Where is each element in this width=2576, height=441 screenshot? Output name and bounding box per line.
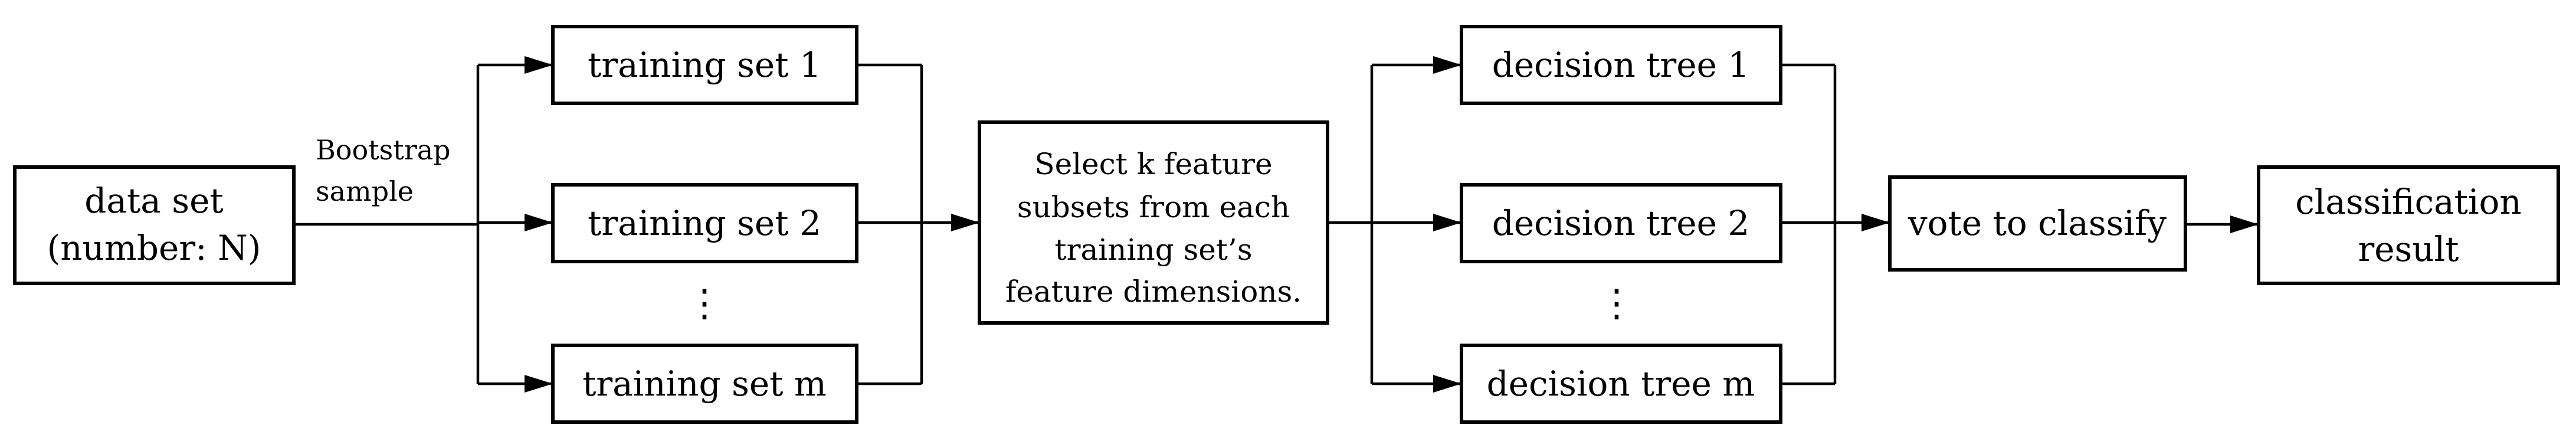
data-set-line1: data set: [84, 181, 223, 221]
node-vote-to-classify: vote to classify: [1888, 175, 2187, 272]
node-select-feature-subsets: Select k feature subsets from each train…: [978, 120, 1329, 325]
node-training-set-1: training set 1: [551, 25, 858, 105]
nodes: data set (number: N) Bootstrap sample tr…: [13, 25, 2560, 424]
node-data-set: data set (number: N): [13, 165, 296, 285]
select-features-line4: feature dimensions.: [1005, 275, 1302, 309]
decision-tree-2-label: decision tree 2: [1492, 203, 1750, 243]
node-decision-tree-2: decision tree 2: [1460, 183, 1782, 263]
data-set-line2: (number: N): [47, 228, 261, 268]
training-set-1-label: training set 1: [588, 45, 821, 85]
edge-label-bootstrap-sample: Bootstrap sample: [316, 134, 451, 207]
select-features-line3: training set’s: [1055, 233, 1253, 267]
decision-tree-ellipsis: ⋮: [1598, 282, 1636, 325]
bootstrap-line2: sample: [316, 175, 414, 207]
decision-tree-m-label: decision tree m: [1487, 364, 1755, 404]
node-training-set-2: training set 2: [551, 183, 858, 263]
select-features-line2: subsets from each: [1017, 190, 1290, 224]
training-set-2-label: training set 2: [588, 203, 821, 243]
node-classification-result: classification result: [2257, 165, 2560, 285]
vote-label: vote to classify: [1908, 203, 2167, 243]
result-line2: result: [2358, 229, 2459, 269]
decision-tree-1-label: decision tree 1: [1492, 45, 1750, 85]
node-decision-tree-m: decision tree m: [1460, 344, 1782, 424]
connectors: [294, 56, 2259, 393]
node-training-set-m: training set m: [551, 344, 858, 424]
node-decision-tree-1: decision tree 1: [1460, 25, 1782, 105]
training-set-ellipsis: ⋮: [686, 282, 723, 325]
bootstrap-line1: Bootstrap: [316, 134, 451, 166]
training-set-m-label: training set m: [582, 364, 827, 404]
select-features-line1: Select k feature: [1034, 147, 1272, 181]
result-line1: classification: [2295, 182, 2522, 222]
